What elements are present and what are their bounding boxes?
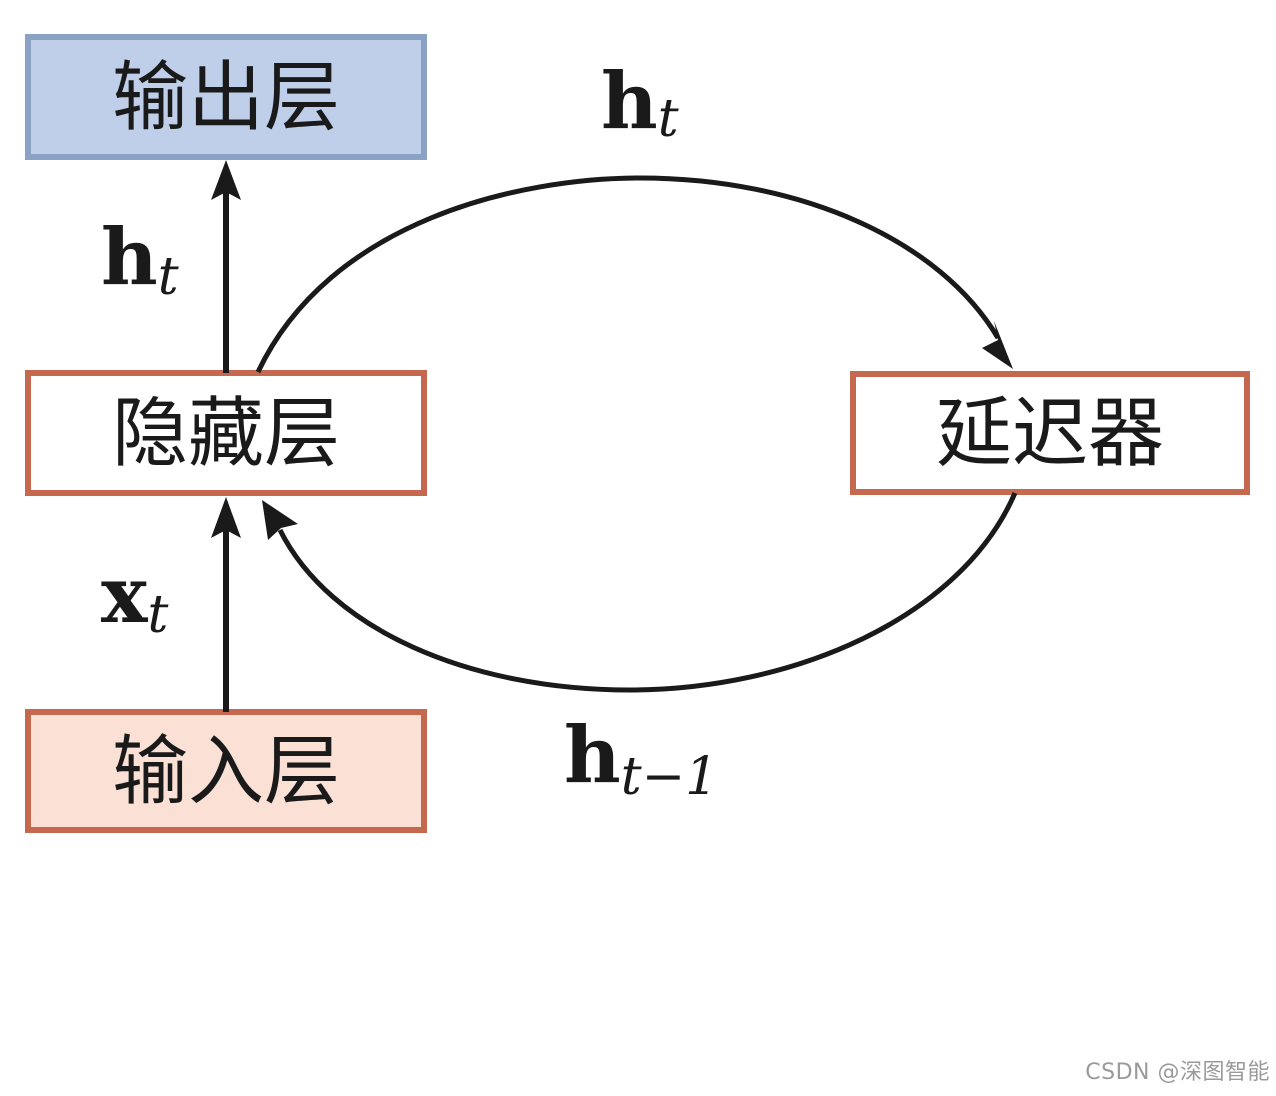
hidden-to-output-arrowhead xyxy=(211,160,241,200)
hidden-to-delay-curve xyxy=(255,175,1001,374)
ht-left-sub: t xyxy=(158,247,179,307)
ht-top-label: ht xyxy=(601,56,679,149)
ht-left-main: h xyxy=(101,212,158,303)
input-layer-label: 输入层 xyxy=(112,727,340,816)
ht-left-label: ht xyxy=(101,212,179,307)
ht-minus-1-sub: t−1 xyxy=(621,747,719,807)
output-layer-box xyxy=(25,34,427,160)
watermark: CSDN @深图智能 xyxy=(1085,1060,1270,1085)
hidden-to-delay-arrowhead xyxy=(982,321,1013,369)
delay-box xyxy=(850,371,1250,495)
ht-minus-1-main: h xyxy=(564,710,621,801)
delay-to-hidden-arrowhead xyxy=(262,500,298,540)
output-layer-label: 输出层 xyxy=(112,53,340,142)
ht-minus-1-label: ht−1 xyxy=(564,710,718,807)
hidden-layer-box xyxy=(25,370,427,496)
hidden-layer-label: 隐藏层 xyxy=(112,389,340,478)
input-to-hidden-arrowhead xyxy=(211,497,241,538)
xt-left-sub: t xyxy=(148,585,169,645)
delay-label: 延迟器 xyxy=(936,389,1164,478)
ht-top-sub: t xyxy=(658,89,679,149)
xt-left-label: xt xyxy=(101,550,169,645)
xt-left-main: x xyxy=(101,550,149,641)
delay-to-hidden-curve xyxy=(277,492,1018,693)
ht-top-main: h xyxy=(601,56,658,147)
